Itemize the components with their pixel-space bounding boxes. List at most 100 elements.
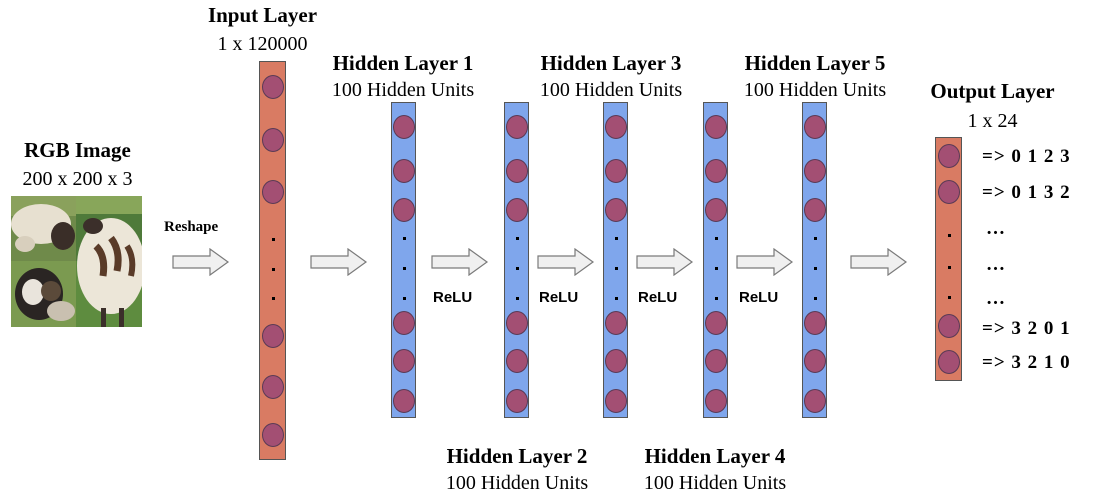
hidden-layer-5-column (802, 102, 827, 418)
ellipsis-dot (272, 238, 275, 241)
hidden-layer-1-column (391, 102, 416, 418)
hidden-node (705, 159, 727, 183)
input-node (262, 75, 284, 99)
input-node (262, 423, 284, 447)
ellipsis-dot (403, 237, 406, 240)
hidden-node (705, 349, 727, 373)
ellipsis-dot (615, 297, 618, 300)
ellipsis-dot (948, 266, 951, 269)
hidden-layer-3-units: 100 Hidden Units (539, 79, 683, 101)
hidden-node (804, 159, 826, 183)
hidden-node (705, 115, 727, 139)
output-layer-size: 1 x 24 (967, 110, 1018, 132)
arrow-hidden5-to-output (850, 248, 908, 276)
ellipsis-dot (715, 237, 718, 240)
hidden-layer-1-title: Hidden Layer 1 (332, 51, 474, 75)
image-title: RGB Image (24, 138, 131, 162)
hidden-layer-3-title: Hidden Layer 3 (540, 51, 682, 75)
ellipsis-dot (516, 237, 519, 240)
hidden-node (705, 198, 727, 222)
hidden-node (804, 115, 826, 139)
ellipsis-dot (715, 297, 718, 300)
ellipsis-dot (403, 267, 406, 270)
hidden-node (705, 311, 727, 335)
hidden-layer-3-column (603, 102, 628, 418)
hidden-layer-2-column (504, 102, 529, 418)
hidden-node (804, 311, 826, 335)
relu-label-1: ReLU (433, 289, 473, 306)
ellipsis-dot (814, 267, 817, 270)
hidden-node (605, 349, 627, 373)
ellipsis-dot (615, 267, 618, 270)
arrow-hidden2-to-hidden3 (537, 248, 595, 276)
output-label: … (986, 254, 1006, 275)
input-layer-column (259, 61, 286, 460)
hidden-node (506, 115, 528, 139)
input-layer-title: Input Layer (207, 3, 318, 27)
ellipsis-dot (814, 237, 817, 240)
hidden-node (393, 311, 415, 335)
hidden-node (605, 198, 627, 222)
hidden-node (804, 389, 826, 413)
sheep-image (11, 196, 142, 327)
relu-label-2: ReLU (539, 289, 579, 306)
input-node (262, 375, 284, 399)
ellipsis-dot (516, 297, 519, 300)
hidden-layer-4-units: 100 Hidden Units (643, 472, 787, 494)
hidden-node (605, 115, 627, 139)
hidden-node (605, 389, 627, 413)
ellipsis-dot (615, 237, 618, 240)
output-node (938, 350, 960, 374)
output-labels: => 0 1 2 3 => 0 1 3 2 … … … => 3 2 0 1 =… (982, 140, 1101, 380)
output-label: => 0 1 3 2 (982, 182, 1071, 203)
arrow-hidden1-to-hidden2 (431, 248, 489, 276)
hidden-node (393, 115, 415, 139)
output-node (938, 180, 960, 204)
relu-label-3: ReLU (638, 289, 678, 306)
arrow-hidden4-to-hidden5 (736, 248, 794, 276)
arrow-hidden3-to-hidden4 (636, 248, 694, 276)
arrow-input-to-hidden1 (310, 248, 368, 276)
output-layer-column (935, 137, 962, 381)
hidden-layer-4-column (703, 102, 728, 418)
ellipsis-dot (403, 297, 406, 300)
input-node (262, 324, 284, 348)
hidden-node (393, 198, 415, 222)
hidden-layer-1-units: 100 Hidden Units (331, 79, 475, 101)
arrow-reshape (172, 248, 230, 276)
hidden-node (705, 389, 727, 413)
hidden-node (506, 311, 528, 335)
output-node (938, 314, 960, 338)
hidden-node (506, 349, 528, 373)
output-label: => 3 2 0 1 (982, 318, 1071, 339)
hidden-layer-4-title: Hidden Layer 4 (644, 444, 786, 468)
ellipsis-dot (272, 297, 275, 300)
relu-label-4: ReLU (739, 289, 779, 306)
output-layer-title: Output Layer (930, 79, 1055, 103)
hidden-node (506, 159, 528, 183)
hidden-layer-2-units: 100 Hidden Units (445, 472, 589, 494)
ellipsis-dot (814, 297, 817, 300)
hidden-layer-5-title: Hidden Layer 5 (744, 51, 886, 75)
hidden-node (393, 349, 415, 373)
reshape-label: Reshape (164, 219, 219, 235)
output-label: => 0 1 2 3 (982, 146, 1071, 167)
hidden-node (605, 311, 627, 335)
hidden-node (506, 198, 528, 222)
output-label: => 3 2 1 0 (982, 352, 1071, 373)
image-size: 200 x 200 x 3 (22, 168, 133, 190)
hidden-node (393, 389, 415, 413)
ellipsis-dot (715, 267, 718, 270)
hidden-node (393, 159, 415, 183)
output-node (938, 144, 960, 168)
hidden-node (804, 349, 826, 373)
ellipsis-dot (948, 296, 951, 299)
output-label: … (986, 218, 1006, 239)
input-layer-size: 1 x 120000 (217, 33, 308, 55)
hidden-layer-2-title: Hidden Layer 2 (446, 444, 588, 468)
hidden-node (506, 389, 528, 413)
ellipsis-dot (272, 268, 275, 271)
hidden-node (804, 198, 826, 222)
output-label: … (986, 288, 1006, 309)
ellipsis-dot (516, 267, 519, 270)
